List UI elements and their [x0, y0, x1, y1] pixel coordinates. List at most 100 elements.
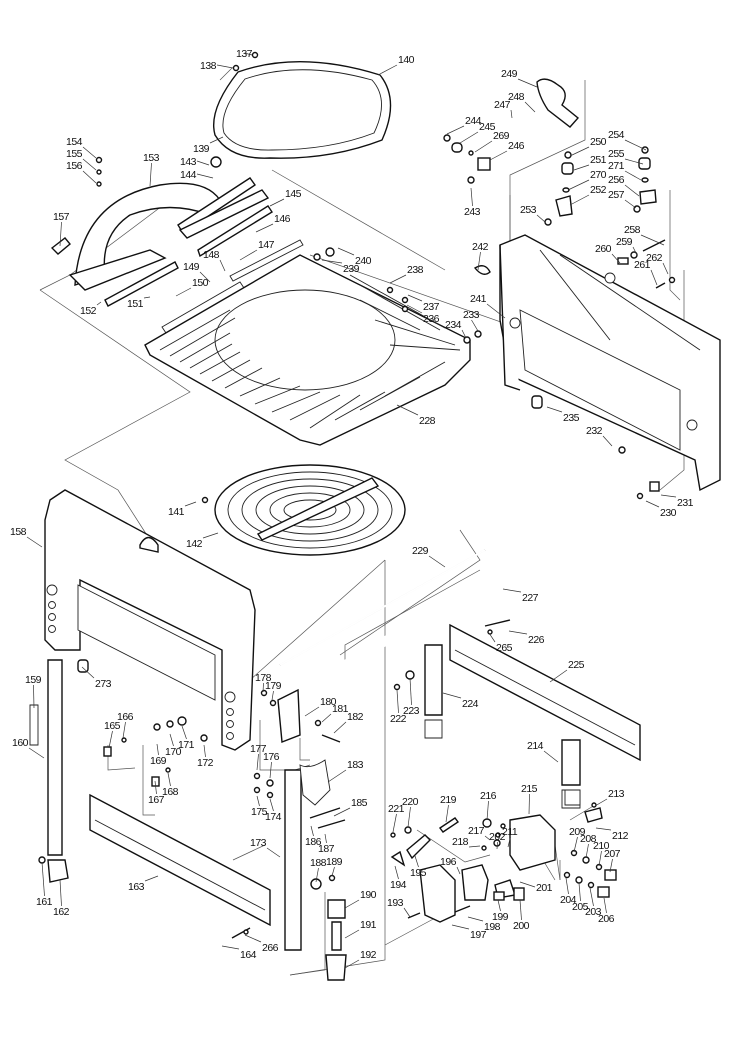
callout-186: 186: [305, 825, 322, 848]
leader-line: [396, 689, 399, 714]
leader-line: [624, 184, 640, 197]
leader-line: [507, 836, 511, 848]
turntable-142: [201, 464, 406, 556]
leader-line: [96, 301, 102, 306]
leader-line: [255, 223, 274, 233]
leader-line: [202, 532, 219, 539]
leader-line: [144, 875, 159, 882]
part-number-label: 198: [484, 921, 501, 933]
callout-169: 169: [150, 743, 167, 767]
callout-166: 166: [117, 711, 134, 739]
callout-257: 257: [608, 189, 637, 209]
leader-line: [203, 744, 206, 758]
leader-line: [266, 847, 281, 858]
part-number-label: 208: [580, 833, 597, 845]
leader-line: [517, 78, 538, 88]
part-number-label: 246: [508, 140, 525, 152]
leader-line: [567, 179, 590, 191]
leader-line: [603, 897, 607, 914]
part-number-label: 202: [489, 831, 506, 843]
leader-line: [304, 706, 320, 717]
bracket-180: [277, 688, 301, 743]
leader-line: [407, 294, 423, 302]
part-number-label: 137: [236, 48, 253, 60]
part-number-label: 157: [53, 211, 70, 223]
callout-178: 178: [255, 672, 272, 693]
part-number-label: 142: [186, 538, 203, 550]
callout-172: 172: [197, 744, 214, 769]
part-number-label: 192: [360, 949, 377, 961]
screw-138: [232, 64, 240, 72]
part-number-label: 257: [608, 189, 625, 201]
part-number-label: 191: [360, 919, 377, 931]
part-number-label: 243: [464, 206, 481, 218]
part-number-label: 143: [180, 156, 197, 168]
callout-185: 185: [333, 797, 368, 817]
callout-214: 214: [527, 740, 559, 763]
part-number-label: 231: [677, 497, 694, 509]
callout-236: 236: [406, 304, 440, 325]
callout-244: 244: [446, 115, 482, 135]
part-number-label: 154: [66, 136, 83, 148]
part-number-label: 168: [162, 786, 179, 798]
part-number-label: 206: [598, 913, 615, 925]
callout-175: 175: [251, 795, 268, 818]
part-number-label: 185: [351, 797, 368, 809]
part-number-label: 228: [419, 415, 436, 427]
callout-235: 235: [546, 406, 580, 424]
part-number-label: 216: [480, 790, 497, 802]
callout-255: 255: [608, 148, 644, 165]
callout-198: 198: [467, 916, 501, 933]
callout-208: 208: [580, 833, 597, 859]
callout-223: 223: [403, 677, 420, 717]
foot-cap-3: [564, 789, 581, 806]
stand-frame-158: [44, 489, 256, 751]
part-number-label: 223: [403, 705, 420, 717]
screw-137: [251, 51, 259, 59]
callout-212: 212: [595, 827, 629, 842]
leader-line: [327, 769, 347, 783]
leader-line: [269, 798, 274, 812]
leader-line: [632, 246, 638, 256]
callout-193: 193: [387, 897, 411, 918]
leader-line: [486, 303, 506, 319]
part-number-label: 232: [586, 425, 603, 437]
part-number-label: 266: [262, 942, 279, 954]
callout-253: 253: [520, 204, 546, 223]
part-number-label: 176: [263, 751, 280, 763]
leader-line: [662, 262, 669, 275]
part-number-label: 248: [508, 91, 525, 103]
leader-line: [569, 194, 590, 206]
part-number-label: 156: [66, 160, 83, 172]
leader-line: [315, 867, 319, 883]
part-number-label: 209: [569, 826, 586, 838]
part-number-label: 171: [178, 739, 195, 751]
callout-164: 164: [221, 945, 257, 961]
part-number-label: 155: [66, 148, 83, 160]
callout-221: 221: [388, 803, 405, 833]
part-number-label: 255: [608, 148, 625, 160]
rods: [279, 549, 535, 670]
leader-line: [428, 555, 446, 568]
callout-183: 183: [327, 759, 364, 783]
part-number-label: 215: [521, 783, 538, 795]
callout-269: 269: [474, 130, 510, 153]
callout-142: 142: [186, 532, 219, 550]
callout-147: 147: [239, 239, 275, 261]
callout-219: 219: [440, 794, 457, 823]
leader-line: [122, 721, 126, 739]
callout-177: 177: [250, 743, 267, 771]
part-number-label: 166: [117, 711, 134, 723]
leader-line: [377, 64, 398, 76]
leader-line: [239, 249, 258, 261]
callout-203: 203: [585, 887, 602, 918]
legs: [29, 644, 581, 981]
cap-206: [597, 886, 610, 898]
leader-line: [244, 934, 262, 943]
callout-259: 259: [616, 236, 638, 256]
leader-line: [488, 632, 496, 643]
leader-line: [216, 64, 234, 69]
part-number-label: 245: [479, 121, 496, 133]
part-number-label: 217: [468, 825, 485, 837]
callout-224: 224: [442, 692, 479, 710]
